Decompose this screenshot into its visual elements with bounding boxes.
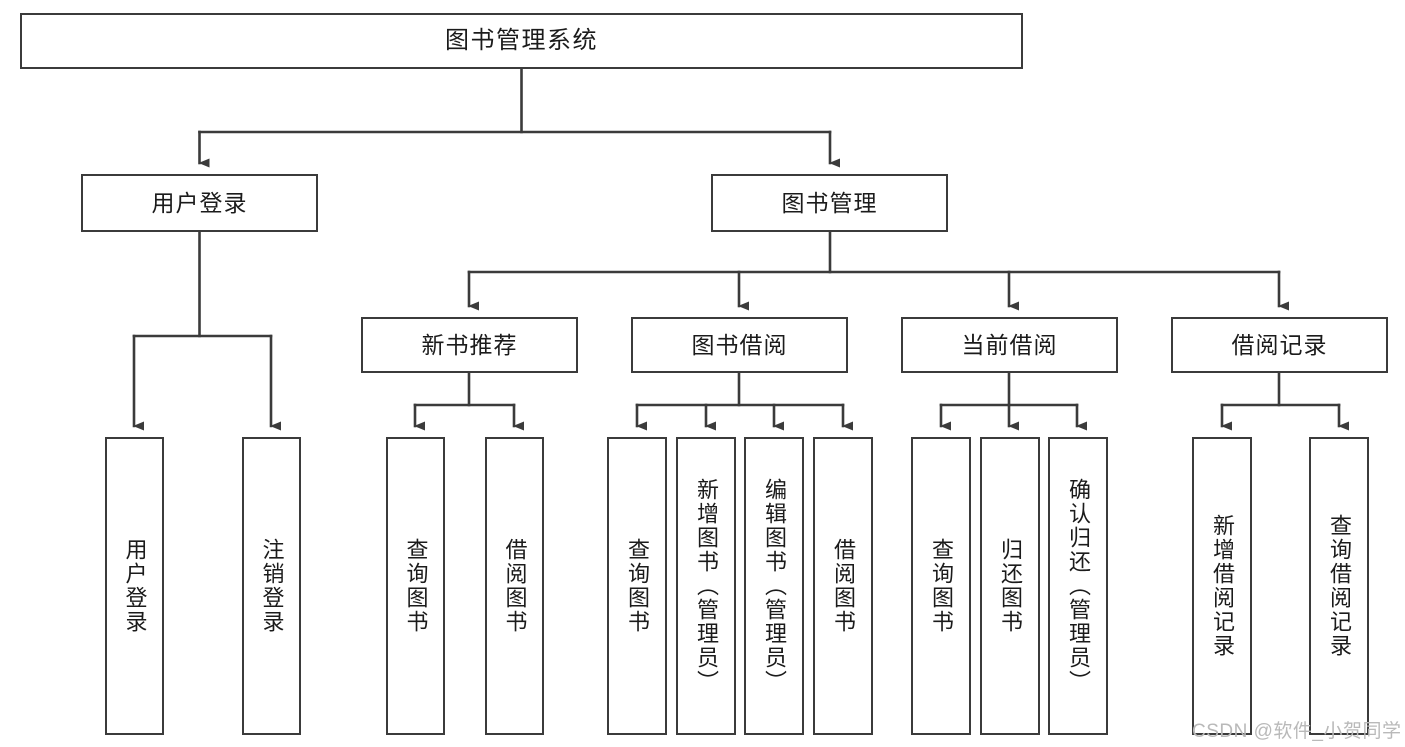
- node-label: 查询图书: [403, 538, 429, 634]
- node-user-login[interactable]: 用户登录: [81, 174, 318, 232]
- node-label: 借阅图书: [502, 538, 528, 634]
- node-new-book-recommend[interactable]: 新书推荐: [361, 317, 578, 373]
- node-label: 注销登录: [259, 538, 285, 634]
- leaf-logout[interactable]: 注销登录: [242, 437, 301, 735]
- leaf-newbook-search-book[interactable]: 查询图书: [386, 437, 445, 735]
- node-label: 图书管理系统: [445, 27, 598, 55]
- csdn-watermark: CSDN @软件_小贺同学: [1192, 721, 1402, 742]
- leaf-borrow-search-book[interactable]: 查询图书: [607, 437, 667, 735]
- node-borrow-record[interactable]: 借阅记录: [1171, 317, 1388, 373]
- leaf-borrow-edit-book[interactable]: 编辑图书（管理员）: [744, 437, 804, 735]
- leaf-current-search-book[interactable]: 查询图书: [911, 437, 971, 735]
- node-label: 借阅图书: [830, 538, 856, 634]
- leaf-record-search-record[interactable]: 查询借阅记录: [1309, 437, 1369, 735]
- node-current-borrow[interactable]: 当前借阅: [901, 317, 1118, 373]
- node-label: 查询借阅记录: [1326, 514, 1352, 658]
- node-book-management[interactable]: 图书管理: [711, 174, 948, 232]
- node-label: 新增图书（管理员）: [693, 478, 719, 694]
- node-label: 确认归还（管理员）: [1065, 478, 1091, 694]
- leaf-user-login[interactable]: 用户登录: [105, 437, 164, 735]
- leaf-current-confirm-return[interactable]: 确认归还（管理员）: [1048, 437, 1108, 735]
- node-label: 查询图书: [624, 538, 650, 634]
- node-label: 用户登录: [151, 189, 248, 216]
- leaf-current-return-book[interactable]: 归还图书: [980, 437, 1040, 735]
- node-label: 查询图书: [928, 538, 954, 634]
- leaf-record-add-record[interactable]: 新增借阅记录: [1192, 437, 1252, 735]
- node-label: 借阅记录: [1231, 331, 1328, 358]
- node-label: 图书借阅: [691, 331, 788, 358]
- node-root-system[interactable]: 图书管理系统: [20, 13, 1023, 69]
- node-label: 图书管理: [781, 189, 878, 216]
- node-label: 当前借阅: [961, 331, 1058, 358]
- node-label: 用户登录: [122, 538, 148, 634]
- leaf-borrow-add-book[interactable]: 新增图书（管理员）: [676, 437, 736, 735]
- node-label: 归还图书: [997, 538, 1023, 634]
- node-label: 编辑图书（管理员）: [761, 478, 787, 694]
- leaf-newbook-borrow-book[interactable]: 借阅图书: [485, 437, 544, 735]
- node-book-borrow[interactable]: 图书借阅: [631, 317, 848, 373]
- leaf-borrow-borrow-book[interactable]: 借阅图书: [813, 437, 873, 735]
- node-label: 新增借阅记录: [1209, 514, 1235, 658]
- node-label: 新书推荐: [421, 331, 518, 358]
